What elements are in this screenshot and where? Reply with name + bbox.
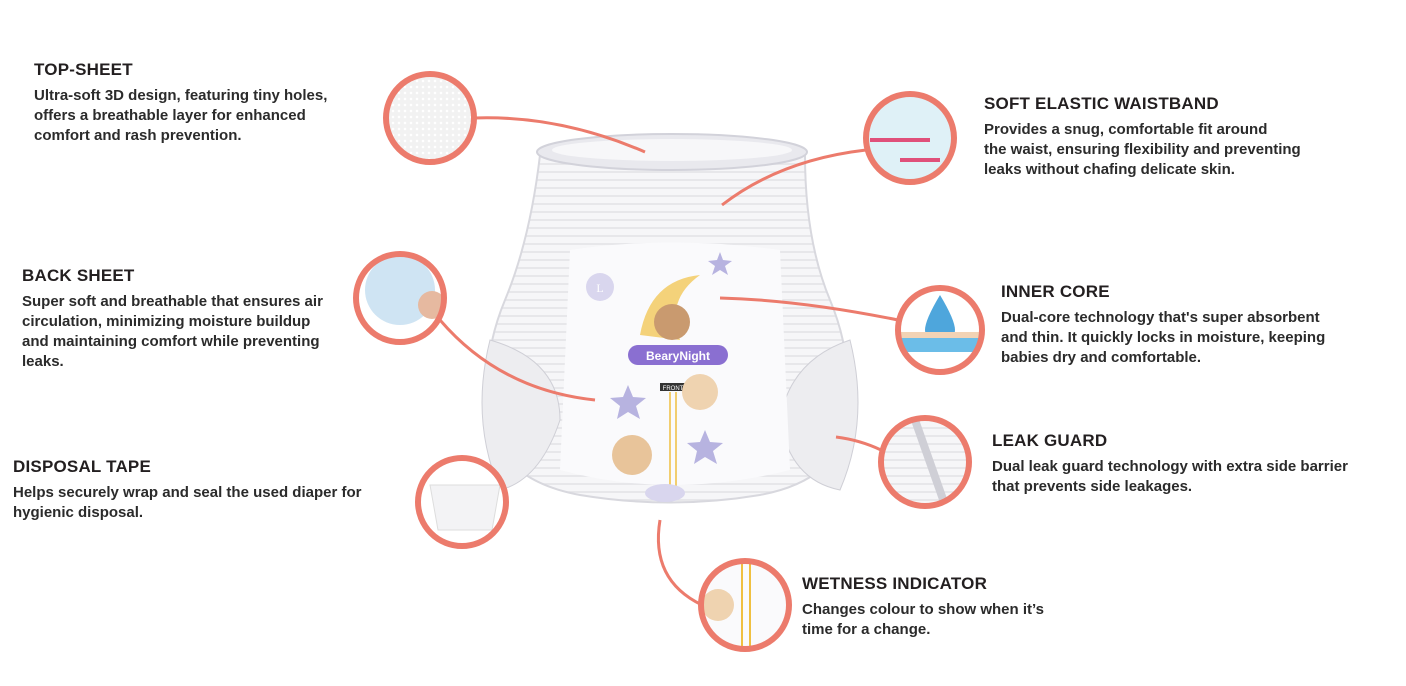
feature-desc-line: offers a breathable layer for enhanced bbox=[34, 107, 306, 124]
feature-wetness-indicator: WETNESS INDICATOR Changes colour to show… bbox=[802, 574, 1044, 640]
back-sheet-callout bbox=[353, 251, 447, 345]
feature-desc-line: and thin. It quickly locks in moisture, … bbox=[1001, 329, 1326, 346]
feature-desc-line: Dual-core technology that's super absorb… bbox=[1001, 309, 1320, 326]
feature-title: LEAK GUARD bbox=[992, 431, 1108, 450]
feature-desc-line: time for a change. bbox=[802, 621, 931, 638]
feature-disposal-tape: DISPOSAL TAPE Helps securely wrap and se… bbox=[13, 457, 361, 523]
feature-desc-line: hygienic disposal. bbox=[13, 504, 144, 521]
feature-title: TOP-SHEET bbox=[34, 60, 133, 79]
feature-desc-line: Helps securely wrap and seal the used di… bbox=[13, 484, 362, 501]
feature-desc-line: leaks without chafing delicate skin. bbox=[984, 161, 1235, 178]
feature-desc-line: Super soft and breathable that ensures a… bbox=[22, 293, 323, 310]
inner-core-callout bbox=[895, 285, 985, 375]
feature-desc-line: Ultra-soft 3D design, featuring tiny hol… bbox=[34, 87, 328, 104]
leak-guard-callout bbox=[878, 415, 972, 509]
feature-soft-elastic-waistband: SOFT ELASTIC WAISTBAND Provides a snug, … bbox=[984, 94, 1301, 180]
feature-desc-line: and maintaining comfort while preventing bbox=[22, 333, 320, 350]
feature-desc-line: leaks. bbox=[22, 353, 64, 370]
feature-title: SOFT ELASTIC WAISTBAND bbox=[984, 94, 1219, 113]
feature-back-sheet: BACK SHEET Super soft and breathable tha… bbox=[22, 266, 323, 372]
feature-desc-line: comfort and rash prevention. bbox=[34, 127, 242, 144]
feature-title: WETNESS INDICATOR bbox=[802, 574, 988, 593]
wetness-indicator-callout bbox=[698, 558, 792, 652]
connector-lines bbox=[438, 116, 899, 607]
feature-top-sheet: TOP-SHEET Ultra-soft 3D design, featurin… bbox=[34, 60, 327, 146]
feature-desc-line: that prevents side leakages. bbox=[992, 478, 1193, 495]
disposal-tape-callout bbox=[415, 455, 509, 549]
brand-logo: BearyNight bbox=[646, 349, 710, 363]
feature-desc-line: the waist, ensuring flexibility and prev… bbox=[984, 141, 1301, 158]
waistband-callout bbox=[863, 91, 957, 185]
feature-inner-core: INNER CORE Dual-core technology that's s… bbox=[1001, 282, 1325, 368]
front-label: FRONT bbox=[663, 386, 684, 392]
top-sheet-callout bbox=[383, 71, 477, 165]
diaper: BearyNight L FRONT bbox=[481, 133, 859, 504]
feature-title: BACK SHEET bbox=[22, 266, 135, 285]
size-label: L bbox=[596, 281, 603, 295]
feature-desc-line: Dual leak guard technology with extra si… bbox=[992, 458, 1348, 475]
feature-title: INNER CORE bbox=[1001, 282, 1110, 301]
feature-title: DISPOSAL TAPE bbox=[13, 457, 151, 476]
feature-leak-guard: LEAK GUARD Dual leak guard technology wi… bbox=[992, 431, 1348, 497]
feature-desc-line: circulation, minimizing moisture buildup bbox=[22, 313, 311, 330]
feature-desc-line: Changes colour to show when it’s bbox=[802, 601, 1044, 618]
feature-desc-line: babies dry and comfortable. bbox=[1001, 349, 1202, 366]
feature-desc-line: Provides a snug, comfortable fit around bbox=[984, 121, 1268, 138]
